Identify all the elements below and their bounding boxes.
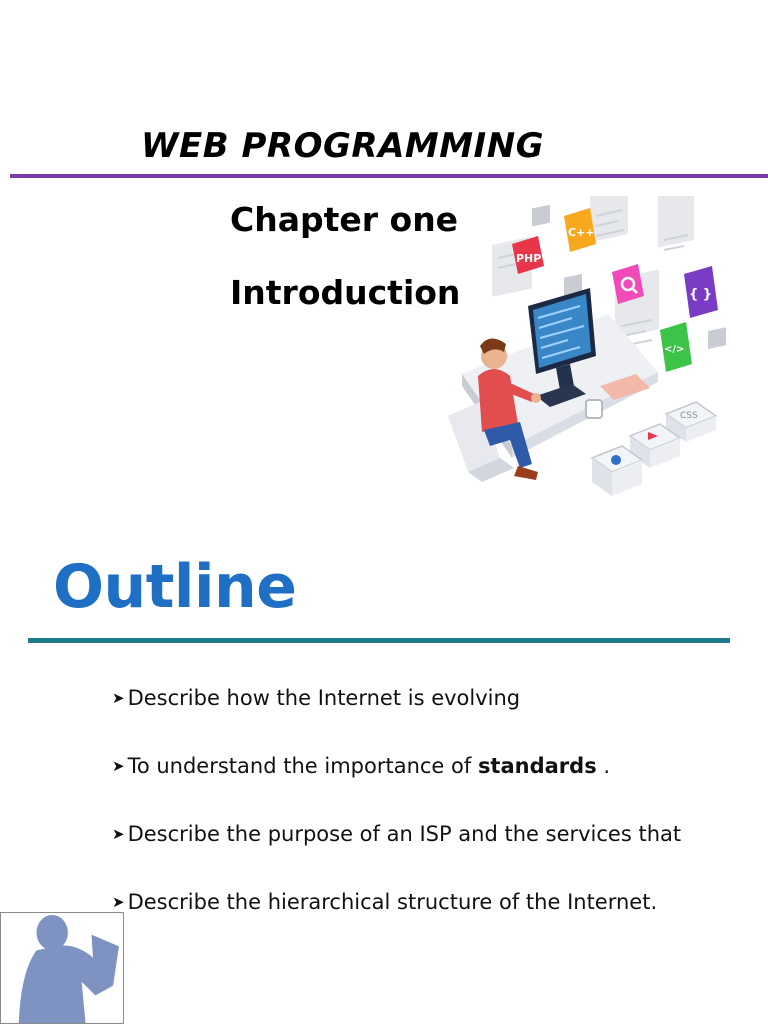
badge-php: PHP <box>516 252 541 265</box>
badge-cpp: C++ <box>568 226 595 239</box>
outline-divider <box>28 638 730 643</box>
bullet-text: Describe the hierarchical structure of t… <box>127 890 658 914</box>
bullet-text: Describe the purpose of an ISP and the s… <box>127 822 682 846</box>
title-divider <box>10 174 768 178</box>
developer-at-desk-illustration: PHP C++ { } </> CSS <box>448 196 726 496</box>
badge-css: CSS <box>680 411 698 421</box>
arrow-bullet-icon: ➤ <box>112 757 125 775</box>
slide-title: WEB PROGRAMMING <box>141 126 545 166</box>
badge-braces: { } <box>689 287 712 302</box>
bullet-text: Describe how the Internet is evolving <box>127 686 521 710</box>
bullet-text-bold: standards <box>477 754 597 778</box>
arrow-bullet-icon: ➤ <box>112 689 125 707</box>
chapter-subtitle: Introduction <box>230 273 461 312</box>
outline-heading: Outline <box>53 552 297 622</box>
bullet-text-suffix: . <box>596 754 611 778</box>
arrow-bullet-icon: ➤ <box>112 825 125 843</box>
bullet-item: ➤Describe how the Internet is evolving <box>112 686 520 710</box>
reading-person-silhouette-icon <box>0 912 124 1024</box>
chapter-label: Chapter one <box>230 200 459 239</box>
bullet-text-prefix: To understand the importance of <box>127 754 478 778</box>
bullet-item: ➤Describe the hierarchical structure of … <box>112 890 657 914</box>
arrow-bullet-icon: ➤ <box>112 893 125 911</box>
bullet-item: ➤Describe the purpose of an ISP and the … <box>112 822 681 846</box>
badge-html: </> <box>664 344 684 355</box>
bullet-item: ➤To understand the importance of standar… <box>112 754 610 778</box>
